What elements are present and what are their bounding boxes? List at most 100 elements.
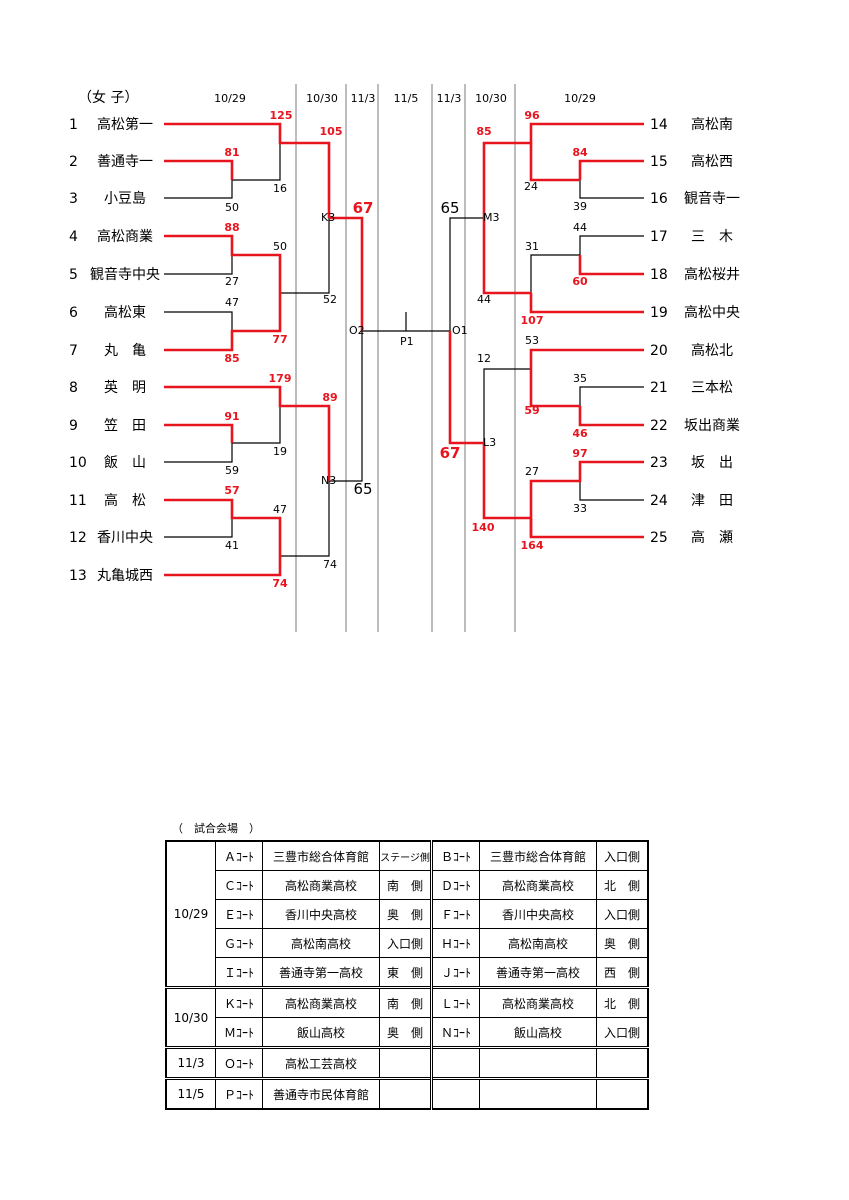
court-label: O2 — [349, 324, 365, 337]
venue-place: 善通寺第一高校 — [262, 957, 380, 988]
score-label: 41 — [225, 539, 239, 552]
team-name: 高松西 — [691, 153, 733, 170]
team-name: 観音寺中央 — [90, 266, 160, 283]
bracket-path — [164, 311, 233, 331]
team-name: 観音寺一 — [684, 190, 740, 207]
score-label: 39 — [573, 200, 587, 213]
score-label: 65 — [353, 480, 372, 498]
venue-side: 入口側 — [596, 840, 649, 871]
winner-path — [164, 385, 331, 481]
score-label: 179 — [269, 372, 292, 385]
team-number: 13 — [69, 568, 87, 584]
team-number: 6 — [69, 305, 78, 321]
bracket-path — [449, 217, 484, 331]
score-label: 67 — [440, 444, 461, 462]
venue-court — [430, 1046, 480, 1079]
venue-place: 善通寺市民体育館 — [262, 1077, 380, 1110]
bracket-path — [483, 368, 531, 443]
venue-court: Ｋｺｰﾄ — [215, 986, 263, 1018]
score-label: 89 — [322, 391, 337, 404]
score-label: 74 — [323, 558, 337, 571]
venue-place: 香川中央高校 — [479, 899, 597, 929]
venue-side — [379, 1046, 432, 1079]
winner-path — [529, 348, 644, 408]
team-name: 高松南 — [691, 116, 733, 133]
court-label: L3 — [483, 436, 496, 449]
score-label: 47 — [273, 503, 287, 516]
team-name: 丸亀城西 — [97, 568, 153, 584]
venue-side: 入口側 — [379, 928, 432, 958]
team-name: 飯 山 — [104, 454, 146, 471]
bracket-path — [579, 481, 644, 501]
winner-path — [164, 293, 282, 352]
team-number: 3 — [69, 191, 78, 207]
score-label: 44 — [477, 293, 491, 306]
score-label: 125 — [270, 109, 293, 122]
venue-court: Ｇｺｰﾄ — [215, 928, 263, 958]
date-right-2: 10/30 — [475, 92, 507, 105]
winner-path — [482, 443, 531, 520]
team-number: 21 — [650, 380, 668, 396]
venue-place: 高松商業高校 — [479, 986, 597, 1018]
venue-place: 香川中央高校 — [262, 899, 380, 929]
winner-path — [529, 518, 644, 539]
venue-side: 奥 側 — [596, 928, 649, 958]
winner-path — [164, 556, 282, 577]
score-label: 52 — [323, 293, 337, 306]
venue-side: 西 側 — [596, 957, 649, 988]
venue-place — [479, 1077, 597, 1110]
venue-side: 東 側 — [379, 957, 432, 988]
team-number: 14 — [650, 117, 668, 133]
score-label: 91 — [224, 410, 239, 423]
score-label: 88 — [224, 221, 239, 234]
score-label: 33 — [573, 502, 587, 515]
team-number: 11 — [69, 493, 87, 509]
court-label: O1 — [452, 324, 468, 337]
winner-path — [578, 159, 644, 180]
venue-side: 入口側 — [596, 899, 649, 929]
bracket-path — [232, 406, 281, 444]
score-label: 35 — [573, 372, 587, 385]
venue-place: 三豊市総合体育館 — [262, 840, 380, 871]
team-number: 2 — [69, 154, 78, 170]
venue-place: 善通寺第一高校 — [479, 957, 597, 988]
team-number: 10 — [69, 455, 87, 471]
winner-path — [482, 122, 644, 218]
venue-caption: （ 試合会場 ） — [172, 822, 260, 835]
date-center: 11/5 — [394, 92, 419, 105]
team-number: 7 — [69, 343, 78, 359]
team-name: 坂 出 — [691, 455, 733, 471]
venue-place: 高松商業高校 — [262, 986, 380, 1018]
venue-place: 高松商業高校 — [479, 870, 597, 900]
score-label: 74 — [272, 577, 288, 590]
team-name: 高松北 — [691, 342, 733, 359]
bracket-path — [280, 481, 330, 557]
score-label: 50 — [225, 201, 239, 214]
score-label: 60 — [572, 275, 588, 288]
team-number: 18 — [650, 267, 668, 283]
venue-side: ステージ側 — [379, 840, 432, 871]
team-name: 高 松 — [104, 492, 146, 509]
team-number: 1 — [69, 117, 78, 133]
team-number: 9 — [69, 418, 78, 434]
venue-date: 11/5 — [165, 1077, 216, 1110]
bracket-labels: （女 子） 10/29 10/30 11/3 11/5 11/3 10/30 1… — [78, 89, 596, 106]
winner-path — [529, 143, 580, 182]
venue-court: Ｃｺｰﾄ — [215, 870, 263, 900]
winner-path — [164, 498, 282, 556]
team-name: 三本松 — [691, 380, 733, 396]
winner-path — [529, 293, 644, 314]
team-number: 25 — [650, 530, 668, 546]
team-number: 5 — [69, 267, 78, 283]
team-number: 23 — [650, 455, 668, 471]
venue-court: Ｂｺｰﾄ — [430, 840, 480, 871]
winner-path — [329, 216, 364, 331]
team-number: 12 — [69, 530, 87, 546]
venue-place: 三豊市総合体育館 — [479, 840, 597, 871]
